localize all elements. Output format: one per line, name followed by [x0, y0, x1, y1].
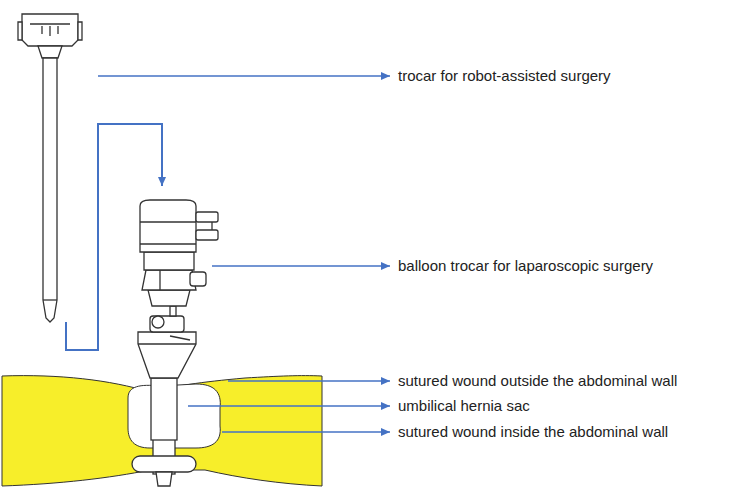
robot-trocar: [18, 14, 82, 322]
part-label: umbilical hernia sac: [398, 397, 530, 415]
balloon-trocar: [132, 200, 218, 486]
swap-connector: [66, 124, 162, 350]
part-label: balloon trocar for laparoscopic surgery: [398, 257, 653, 275]
part-label: sutured wound outside the abdominal wall: [398, 372, 677, 390]
part-label: sutured wound inside the abdominal wall: [398, 423, 668, 441]
leader-lines: [98, 76, 390, 432]
part-label: trocar for robot-assisted surgery: [398, 67, 611, 85]
abdominal-wall: [2, 376, 322, 486]
